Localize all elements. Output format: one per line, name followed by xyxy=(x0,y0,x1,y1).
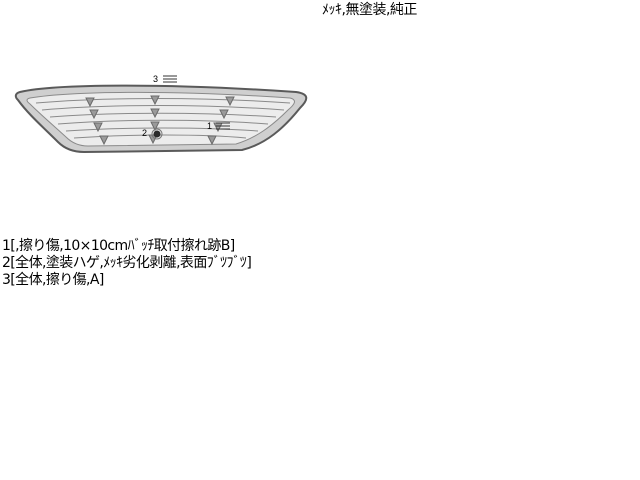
damage-note-2: 2[全体,塗装ハゲ,ﾒｯｷ劣化剥離,表面ﾌﾞﾂﾌﾞﾂ] xyxy=(2,255,252,271)
damage-marker-1: 1 xyxy=(207,121,230,131)
damage-note-3: 3[全体,擦り傷,A] xyxy=(2,272,104,288)
marker-1-number: 1 xyxy=(207,121,212,131)
damage-notes: 1[,擦り傷,10×10cmﾊﾞｯﾁ取付擦れ跡B] 2[全体,塗装ハゲ,ﾒｯｷ劣… xyxy=(2,238,314,289)
marker-2-number: 2 xyxy=(142,128,147,138)
damage-dot xyxy=(153,130,161,138)
grille-diagram: 3 1 2 xyxy=(14,74,308,154)
spec-label: ﾒｯｷ,無塗装,純正 xyxy=(322,2,417,18)
damage-note-1: 1[,擦り傷,10×10cmﾊﾞｯﾁ取付擦れ跡B] xyxy=(2,238,235,254)
damage-marker-2: 2 xyxy=(142,128,163,140)
damage-marker-3: 3 xyxy=(153,74,177,84)
grille-inner-body xyxy=(26,91,295,147)
marker-3-number: 3 xyxy=(153,74,158,84)
grille-chevrons xyxy=(85,95,235,146)
